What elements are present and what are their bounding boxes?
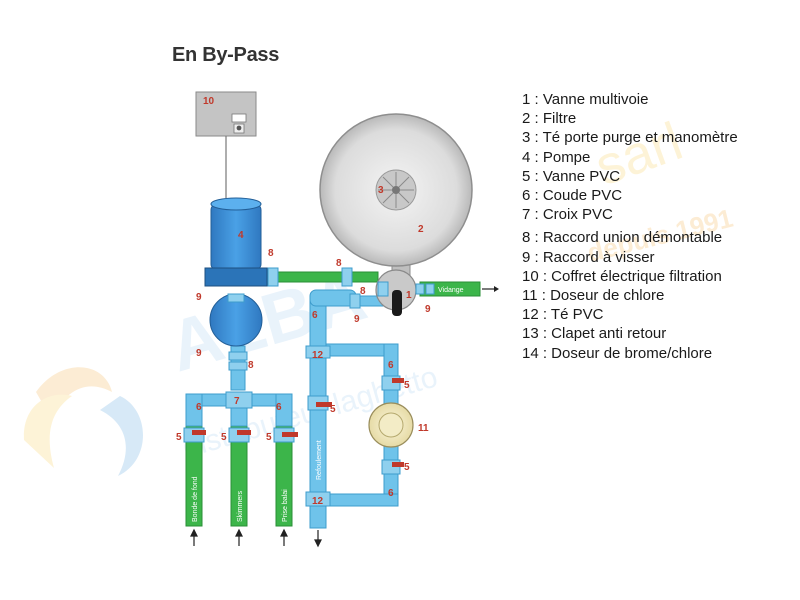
label-12-top: 12	[312, 350, 324, 361]
label-9-valve: 9	[354, 314, 360, 325]
label-6-top: 6	[312, 310, 318, 321]
legend-item-6: 6 : Coude PVC	[522, 187, 623, 205]
legend-item-11: 11 : Doseur de chlore	[522, 287, 665, 305]
pipe-pump-to-valve	[265, 271, 379, 283]
label-8-valve: 8	[336, 258, 342, 269]
label-5-refoul: 5	[330, 404, 336, 415]
legend: 1 : Vanne multivoie 2 : Filtre 3 : Té po…	[522, 90, 762, 363]
label-2: 2	[418, 224, 424, 235]
watermark-swirl-yellow	[23, 394, 72, 468]
nipple-vidange	[425, 283, 435, 295]
label-9-pump: 9	[196, 292, 202, 303]
electric-box: 10	[195, 91, 257, 137]
label-5-bonde: 5	[176, 432, 182, 443]
label-6-left: 6	[196, 402, 202, 413]
label-12-bottom: 12	[312, 496, 324, 507]
label-4: 4	[238, 230, 244, 241]
valves	[183, 375, 404, 475]
label-refoulement: Refoulement	[316, 440, 323, 480]
label-5-skimmers: 5	[221, 432, 227, 443]
filter: 3 2	[319, 113, 473, 281]
diagram-title: En By-Pass	[172, 44, 280, 66]
watermark-swirl-orange	[36, 367, 112, 420]
legend-item-7: 7 : Croix PVC	[522, 206, 613, 224]
label-5-bypass-top: 5	[404, 380, 410, 391]
label-9-vidange: 9	[425, 304, 431, 315]
vidange-arrow	[482, 286, 499, 292]
label-5-bypass-bottom: 5	[404, 462, 410, 473]
pipe-bypass-top	[325, 343, 389, 357]
label-1: 1	[406, 290, 412, 301]
pipe-manifold-left	[185, 393, 203, 427]
label-prise-balai: Prise balai	[282, 489, 289, 522]
legend-item-8: 8 : Raccord union démontable	[522, 229, 723, 247]
label-3: 3	[378, 185, 384, 196]
legend-item-9: 9 : Raccord à visser	[522, 248, 655, 266]
label-7: 7	[234, 396, 240, 407]
label-6-bypass-bottom: 6	[388, 488, 394, 499]
pipe-elbow-top	[309, 289, 357, 307]
fittings	[225, 267, 361, 507]
label-vidange: Vidange	[438, 287, 464, 294]
watermark-swirl-blue	[100, 396, 143, 476]
legend-item-5: 5 : Vanne PVC	[522, 167, 621, 185]
legend-item-2: 2 : Filtre	[522, 110, 577, 128]
multiport-valve: 1	[375, 269, 417, 316]
flow-arrows	[190, 528, 322, 548]
label-skimmers: Skimmers	[237, 490, 244, 522]
legend-item-10: 10 : Coffret électrique filtration	[522, 267, 722, 285]
label-6-right: 6	[276, 402, 282, 413]
label-9-pumpbase: 9	[196, 348, 202, 359]
label-8-pumpbase: 8	[248, 360, 254, 371]
label-8-valve-low: 8	[360, 286, 366, 297]
label-8-pump: 8	[268, 248, 274, 259]
legend-item-14: 14 : Doseur de brome/chlore	[522, 344, 713, 362]
union-vidange	[415, 283, 425, 295]
label-6-bypass-top: 6	[388, 360, 394, 371]
legend-item-3: 3 : Té porte purge et manomètre	[522, 129, 738, 147]
label-bonde: Bonde de fond	[192, 476, 199, 522]
pump: 4	[204, 197, 268, 347]
pipe-manifold-right	[275, 393, 293, 427]
legend-item-1: 1 : Vanne multivoie	[522, 91, 649, 108]
legend-item-13: 13 : Clapet anti retour	[522, 325, 667, 343]
label-11: 11	[418, 423, 429, 434]
number-callouts: 8 9 8 8 9 6 9 8 7 6 6 5 5 5 12 5 6 5 5 6…	[176, 248, 410, 507]
label-5-balai: 5	[266, 432, 272, 443]
label-10: 10	[203, 96, 215, 107]
chlorine-doser: 11	[368, 402, 429, 448]
legend-item-4: 4 : Pompe	[522, 148, 591, 166]
legend-item-12: 12 : Té PVC	[522, 306, 604, 324]
